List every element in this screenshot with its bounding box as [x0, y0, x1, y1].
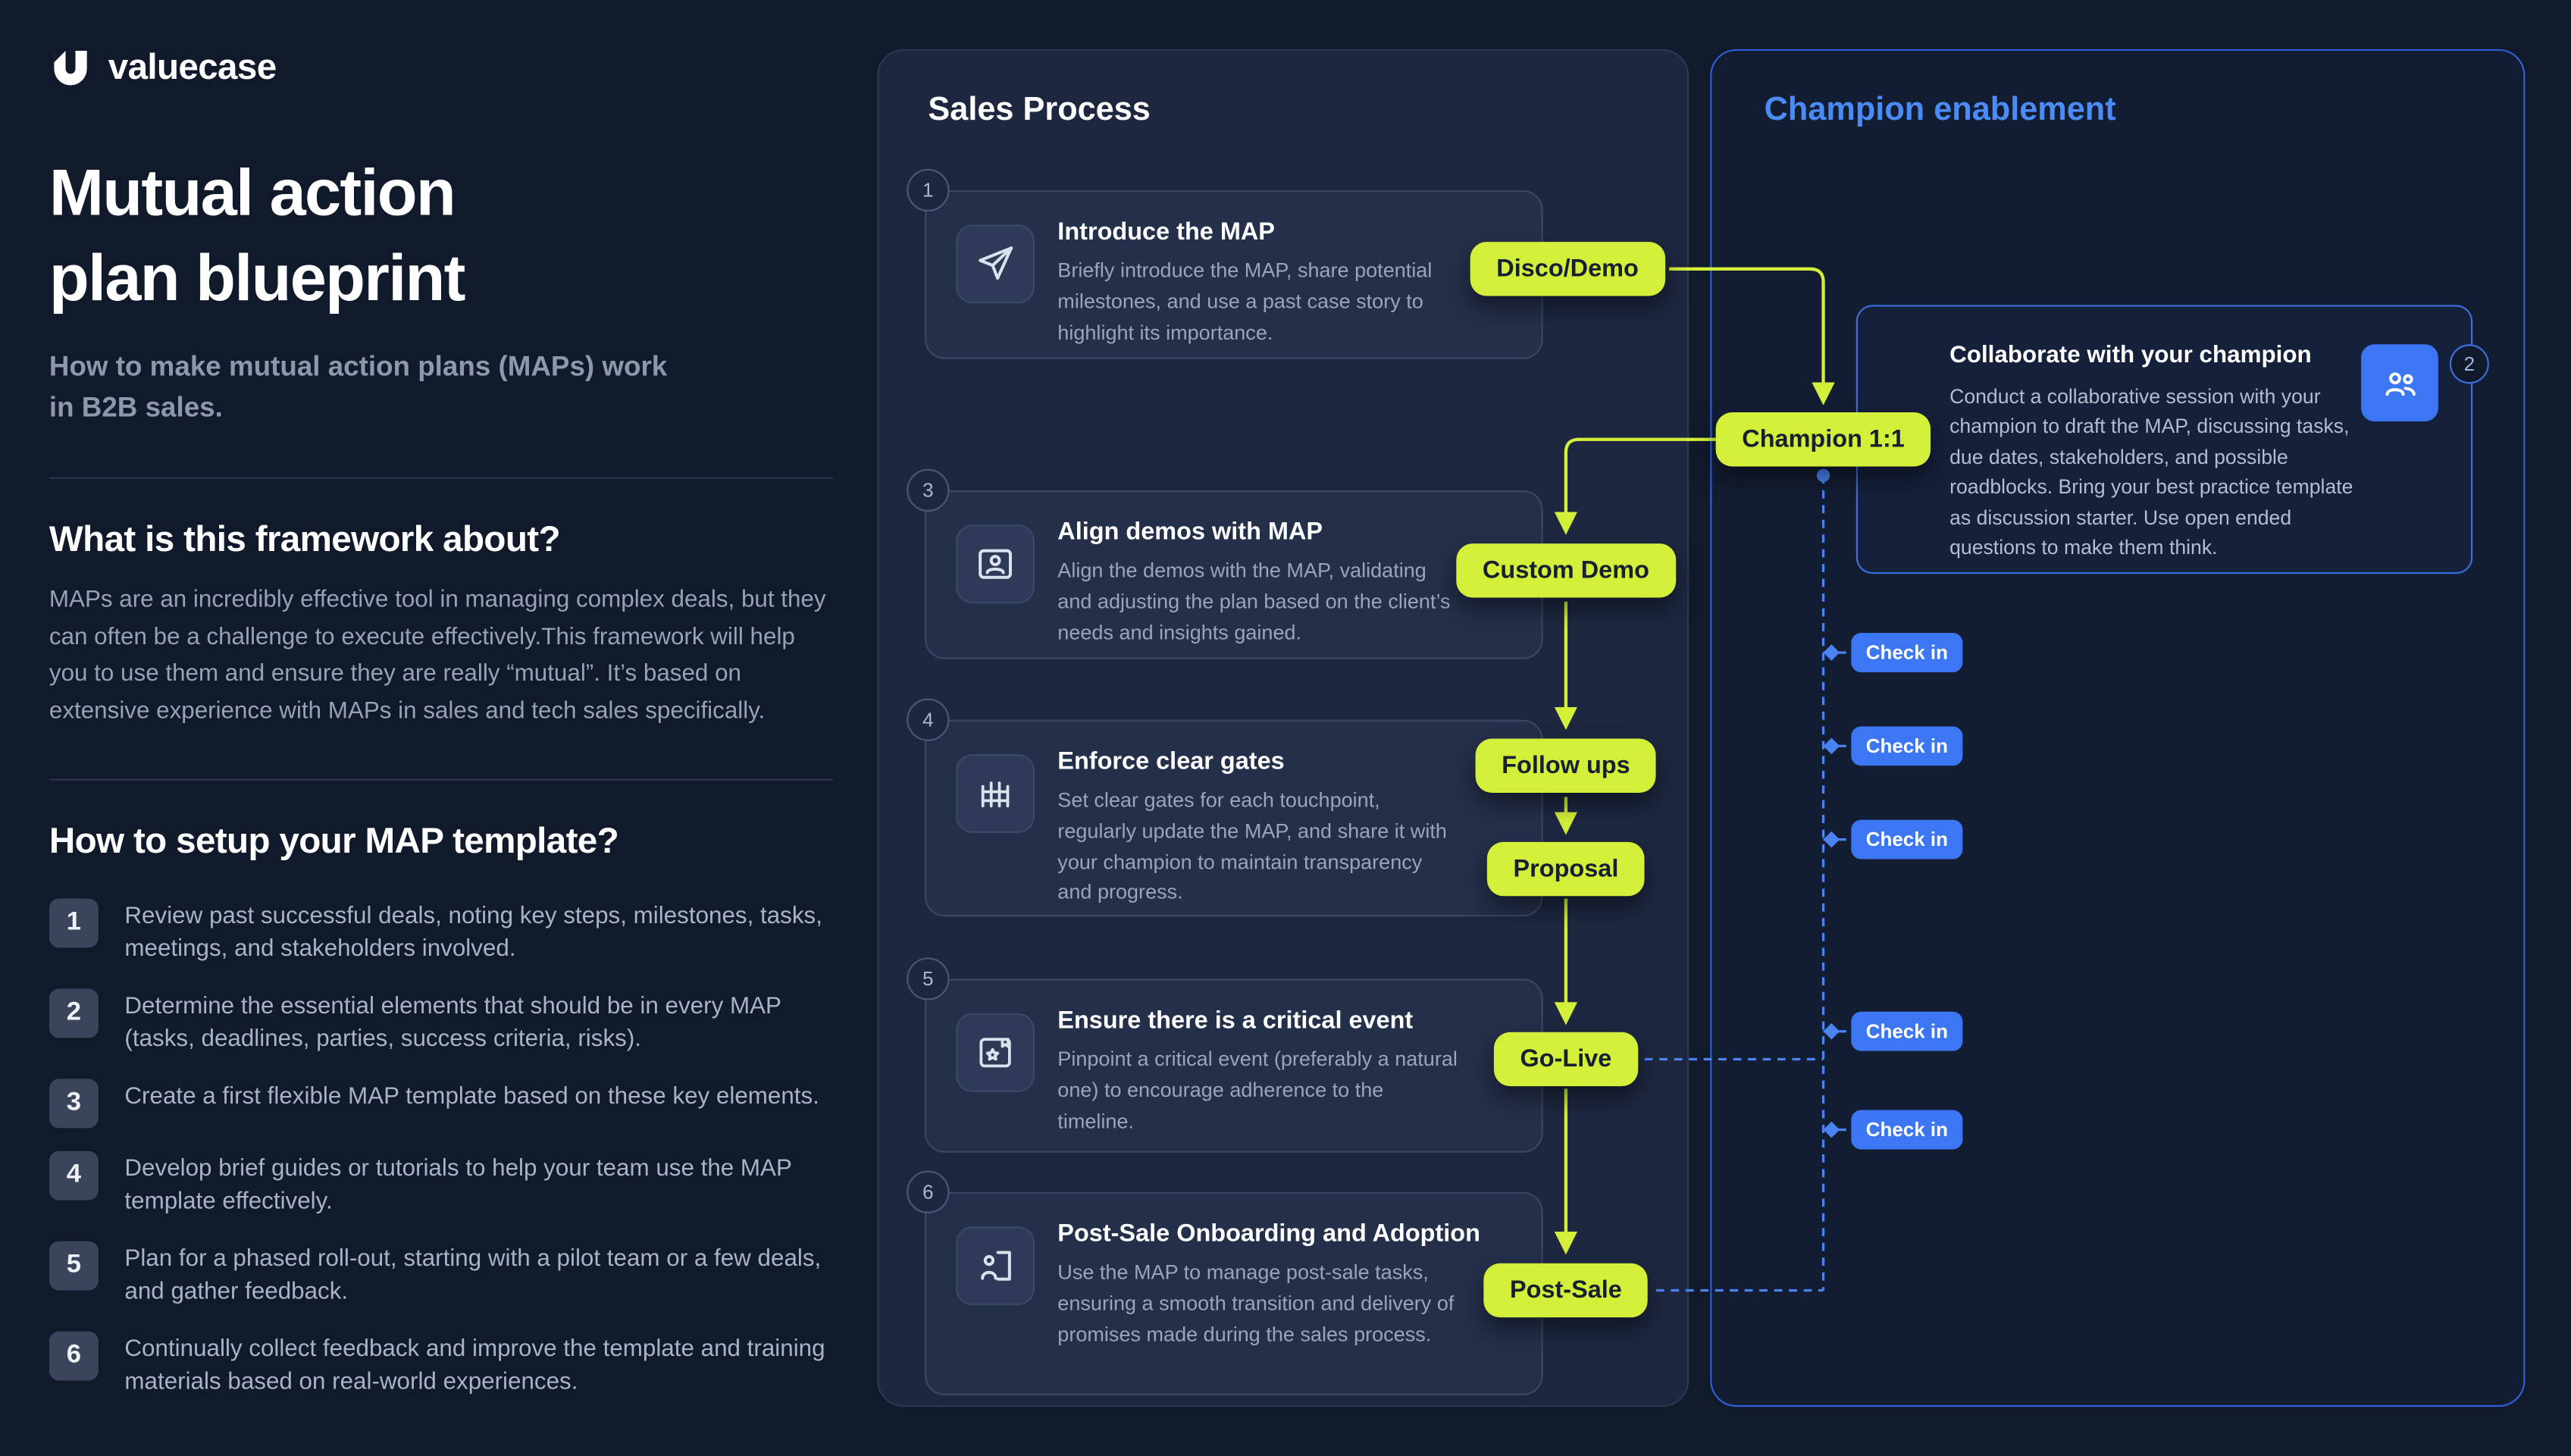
- step-text: Create a first flexible MAP template bas…: [124, 1084, 819, 1110]
- collab-card-title: Collaborate with your champion: [1949, 343, 2312, 369]
- brand-name: valuecase: [108, 45, 277, 87]
- champion-enablement-title: Champion enablement: [1764, 92, 2116, 128]
- step-number-badge: 2: [49, 988, 99, 1038]
- card-number-badge: 1: [907, 168, 950, 212]
- card-title: Align demos with MAP: [1057, 518, 1323, 546]
- setup-step: 2 Determine the essential elements that …: [49, 988, 833, 1057]
- check-in-chip: Check in: [1851, 1110, 1963, 1150]
- gate-icon: [956, 754, 1035, 833]
- flow-node-champion-1-1: Champion 1:1: [1715, 412, 1931, 467]
- check-in-chip: Check in: [1851, 1011, 1963, 1051]
- page-title-line1: Mutual action: [49, 157, 456, 230]
- brand: valuecase: [49, 46, 833, 89]
- card-desc: Pinpoint a critical event (preferably a …: [1057, 1047, 1458, 1132]
- flow-node-proposal: Proposal: [1486, 841, 1645, 897]
- check-in-chip: Check in: [1851, 633, 1963, 672]
- step-text: Plan for a phased roll-out, starting wit…: [124, 1246, 822, 1306]
- card-desc: Set clear gates for each touchpoint, reg…: [1057, 788, 1447, 904]
- collaborate-card: Collaborate with your champion Conduct a…: [1855, 305, 2489, 575]
- about-text: MAPs are an incredibly effective tool in…: [49, 587, 826, 725]
- sales-step-card: 1 Introduce the MAP Briefly introduce th…: [907, 168, 1543, 359]
- setup-heading: How to setup your MAP template?: [49, 819, 619, 862]
- onboarding-icon: [956, 1226, 1035, 1305]
- step-number-badge: 5: [49, 1241, 99, 1291]
- card-number-badge: 5: [907, 957, 950, 1000]
- page-title: Mutual action plan blueprint: [49, 151, 833, 321]
- check-in-chip: Check in: [1851, 726, 1963, 766]
- sales-step-card: 5 Ensure there is a critical event Pinpo…: [907, 957, 1543, 1153]
- card-title: Ensure there is a critical event: [1057, 1007, 1414, 1035]
- sales-step-card: 4 Enforce clear gates Set clear gates fo…: [907, 698, 1543, 917]
- flow-node-go-live: Go-Live: [1493, 1032, 1638, 1087]
- collab-number-badge: 2: [2449, 344, 2489, 384]
- page-title-line2: plan blueprint: [49, 243, 466, 315]
- check-in-chip: Check in: [1851, 819, 1963, 860]
- step-text: Review past successful deals, noting key…: [124, 903, 822, 963]
- id-card-icon: [956, 524, 1035, 604]
- step-text: Continually collect feedback and improve…: [124, 1336, 825, 1396]
- step-text: Determine the essential elements that sh…: [124, 994, 781, 1054]
- critical-event-icon: [956, 1013, 1035, 1092]
- card-number-badge: 3: [907, 468, 950, 512]
- card-title: Enforce clear gates: [1057, 747, 1285, 776]
- flow-node-custom-demo: Custom Demo: [1456, 543, 1676, 598]
- collab-card-desc: Conduct a collaborative session with you…: [1949, 385, 2353, 560]
- card-title: Post-Sale Onboarding and Adoption: [1057, 1220, 1480, 1248]
- setup-steps-list: 1 Review past successful deals, noting k…: [49, 898, 833, 1399]
- setup-step: 1 Review past successful deals, noting k…: [49, 898, 833, 966]
- card-desc: Align the demos with the MAP, validating…: [1057, 559, 1451, 644]
- divider: [49, 778, 833, 781]
- divider: [49, 478, 833, 480]
- flow-node-disco-demo: Disco/Demo: [1470, 242, 1665, 296]
- collaboration-icon: [2361, 344, 2438, 421]
- step-text: Develop brief guides or tutorials to hel…: [124, 1156, 792, 1216]
- setup-step: 4 Develop brief guides or tutorials to h…: [49, 1151, 833, 1219]
- flow-node-post-sale: Post-Sale: [1483, 1263, 1649, 1318]
- setup-step: 5 Plan for a phased roll-out, starting w…: [49, 1241, 833, 1309]
- valuecase-logo-icon: [49, 46, 92, 89]
- sales-process-panel: Sales Process 1 Introduce the MAP Briefl…: [877, 49, 1689, 1407]
- sales-process-title: Sales Process: [928, 92, 1151, 128]
- left-column: valuecase Mutual action plan blueprint H…: [49, 46, 833, 1399]
- card-desc: Briefly introduce the MAP, share potenti…: [1057, 258, 1433, 344]
- sales-step-card: 6 Post-Sale Onboarding and Adoption Use …: [907, 1170, 1543, 1395]
- about-heading: What is this framework about?: [49, 518, 561, 560]
- setup-step: 6 Continually collect feedback and impro…: [49, 1331, 833, 1399]
- step-number-badge: 6: [49, 1331, 99, 1381]
- card-desc: Use the MAP to manage post-sale tasks, e…: [1057, 1260, 1455, 1345]
- paper-plane-icon: [956, 224, 1035, 304]
- card-title: Introduce the MAP: [1057, 218, 1275, 246]
- step-number-badge: 3: [49, 1079, 99, 1129]
- setup-step: 3 Create a first flexible MAP template b…: [49, 1079, 833, 1129]
- step-number-badge: 1: [49, 898, 99, 948]
- step-number-badge: 4: [49, 1151, 99, 1201]
- champion-enablement-panel: Champion enablement Collaborate with you…: [1710, 49, 2526, 1407]
- flow-node-follow-ups: Follow ups: [1475, 738, 1657, 793]
- sales-step-card: 3 Align demos with MAP Align the demos w…: [907, 468, 1543, 659]
- card-number-badge: 6: [907, 1170, 950, 1213]
- page-subtitle: How to make mutual action plans (MAPs) w…: [49, 350, 668, 423]
- card-number-badge: 4: [907, 698, 950, 741]
